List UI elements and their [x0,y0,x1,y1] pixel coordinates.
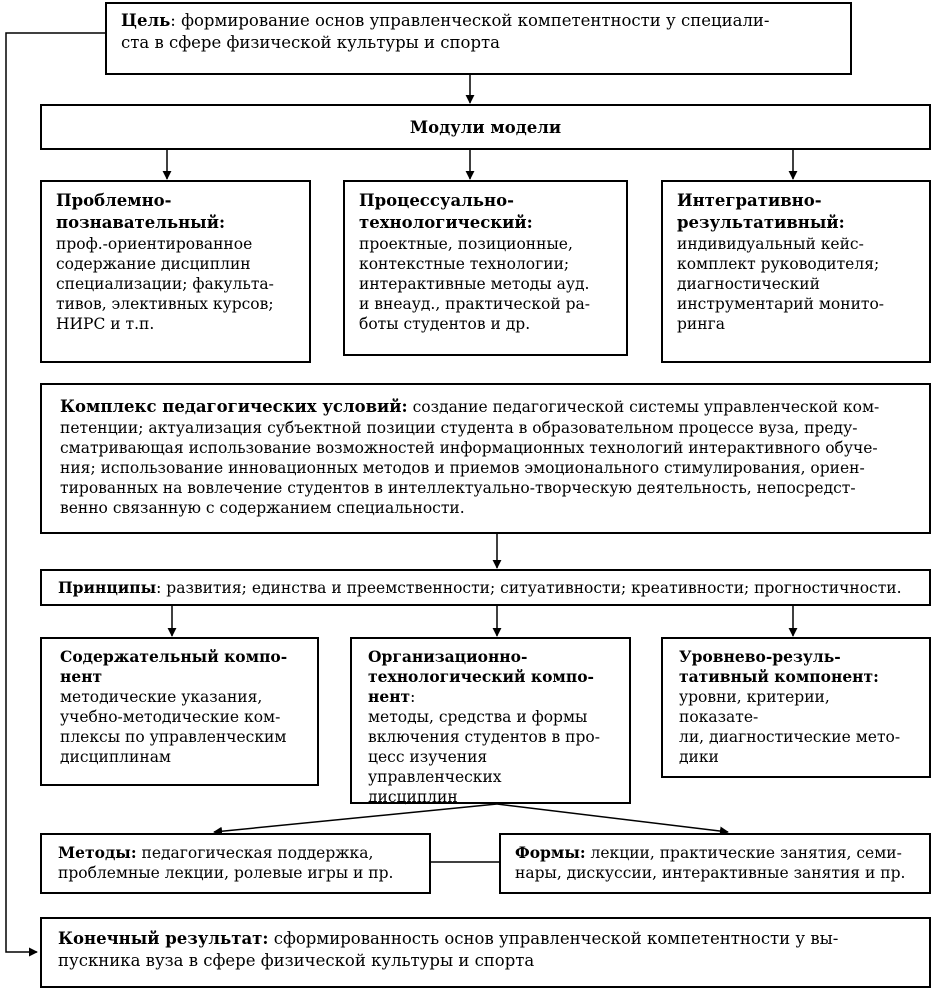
modules-header: Модули модели [40,104,931,150]
component-box-3: Уровнево-резуль- тативный компонент: уро… [661,637,931,778]
arrow-to-methods [213,803,498,836]
component-3-title: Уровнево-резуль- тативный компонент: [679,647,879,686]
component-2-text: : методы, средства и формы включения сту… [368,688,601,806]
result-box: Конечный результат: сформированность осн… [40,917,931,988]
principles-label: Принципы [58,578,157,597]
conditions-box: Комплекс педагогических условий: создани… [40,383,931,534]
arrow-to-forms [496,803,729,836]
conditions-text: создание педагогической системы управлен… [60,398,880,517]
module-1-title: Проблемно- познавательный: [56,191,226,232]
component-1-title: Содержательный компо- нент [60,647,288,686]
modules-header-label: Модули модели [409,118,562,137]
module-2-title: Процессуально- технологический: [359,191,533,232]
principles-box: Принципы: развития; единства и преемстве… [40,569,931,606]
component-2-title: Организационно- технологический компо- н… [368,647,594,706]
module-3-title: Интегративно- результативный: [677,191,845,232]
component-3-text: уровни, критерии, показате- ли, диагност… [679,688,901,766]
module-box-1: Проблемно- познавательный: проф.-ориенти… [40,180,311,363]
component-box-1: Содержательный компо- нент методические … [40,637,319,786]
arrow-goal-to-result [5,32,105,957]
module-2-text: проектные, позиционные, контекстные техн… [359,235,591,333]
methods-label: Методы: [58,843,137,862]
methods-box: Методы: педагогическая поддержка, пробле… [40,833,431,894]
module-3-text: индивидуальный кейс- комплект руководите… [677,235,885,333]
result-label: Конечный результат: [58,929,269,948]
result-text: сформированность основ управленческой ко… [58,929,839,970]
module-box-3: Интегративно- результативный: индивидуал… [661,180,931,363]
goal-box: Цель: формирование основ управленческой … [105,2,852,75]
goal-label: Цель [121,11,171,30]
principles-text: : развития; единства и преемственности; … [156,579,902,597]
goal-text: : формирование основ управленческой комп… [121,11,770,52]
forms-label: Формы: [515,843,586,862]
forms-text: лекции, практические занятия, семи- нары… [515,844,906,882]
component-1-text: методические указания, учебно-методическ… [60,688,287,766]
module-1-text: проф.-ориентированное содержание дисципл… [56,235,274,333]
conditions-label: Комплекс педагогических условий: [60,397,408,416]
methods-text: педагогическая поддержка, проблемные лек… [58,844,394,882]
component-box-2: Организационно- технологический компо- н… [350,637,631,806]
forms-box: Формы: лекции, практические занятия, сем… [499,833,931,894]
module-box-2: Процессуально- технологический: проектны… [343,180,628,356]
